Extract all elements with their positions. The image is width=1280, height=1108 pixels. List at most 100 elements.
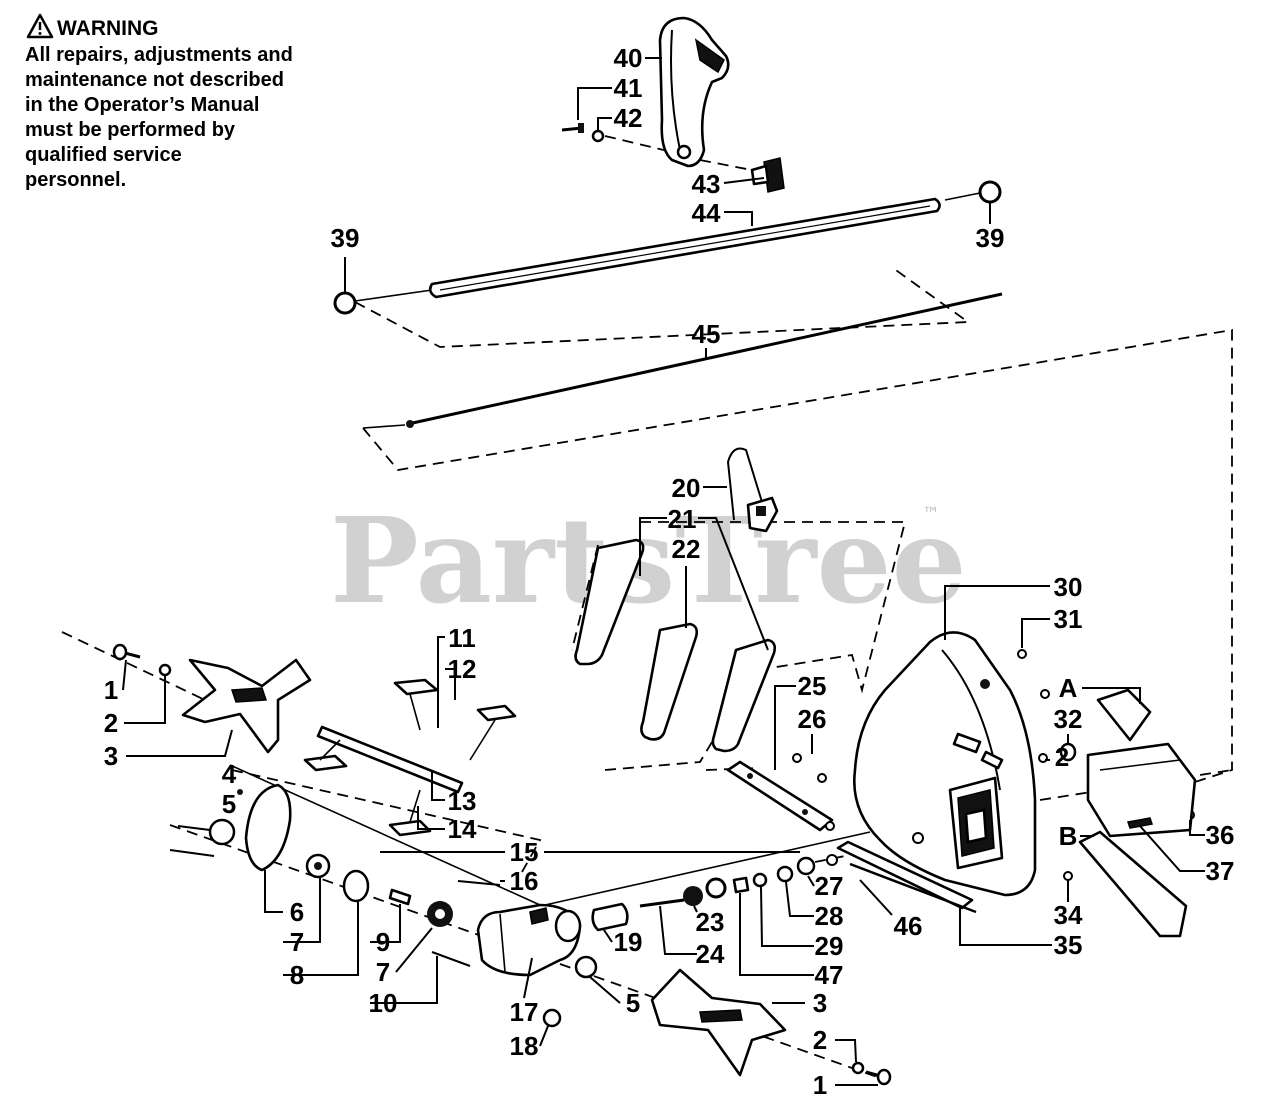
callout-2-top: 2	[104, 708, 118, 738]
callout-28: 28	[815, 901, 844, 931]
bearing-part-7-right	[427, 901, 453, 927]
callout-6: 6	[290, 897, 304, 927]
callout-24: 24	[696, 939, 725, 969]
screw-part-1-top	[112, 643, 141, 661]
callout-42: 42	[614, 103, 643, 133]
rod-part-44	[428, 197, 941, 299]
callout-labels: 40 41 42 43 44 39 39 45 20 21 22 30 31 2…	[104, 43, 1235, 1100]
callout-40: 40	[614, 43, 643, 73]
callout-44: 44	[692, 198, 721, 228]
washer-part-27	[796, 856, 816, 876]
handle-part-40	[658, 16, 730, 168]
callout-9: 9	[376, 927, 390, 957]
washer-part-2-bottom	[851, 1061, 865, 1075]
callout-32: 32	[1054, 704, 1083, 734]
paddle-part-3-top	[181, 658, 312, 754]
screw-part-41	[561, 123, 584, 133]
gear-part-23b	[705, 877, 727, 899]
panel-part-21-left	[574, 538, 645, 666]
paddle-part-3-bottom	[650, 968, 787, 1077]
callout-22: 22	[672, 534, 701, 564]
warning-line: All repairs, adjustments and	[25, 44, 293, 66]
callout-1-bottom: 1	[813, 1070, 827, 1100]
knob-part-43	[750, 157, 785, 193]
callout-34: 34	[1054, 900, 1083, 930]
cap-part-39-left	[333, 291, 357, 315]
callout-15: 15	[510, 837, 539, 867]
callout-5-bottom: 5	[626, 988, 640, 1018]
callout-27: 27	[815, 871, 844, 901]
plate-part-a	[1096, 688, 1152, 742]
watermark-trademark: ™	[922, 504, 940, 525]
callout-39-right: 39	[976, 223, 1005, 253]
ball-part-5	[208, 818, 236, 846]
callout-26: 26	[798, 704, 827, 734]
callout-45: 45	[692, 319, 721, 349]
screw-part-a	[1040, 689, 1050, 699]
warning-triangle-icon	[26, 13, 54, 39]
callout-2-bottom: 2	[813, 1025, 827, 1055]
callout-17: 17	[510, 997, 539, 1027]
callout-7-left: 7	[290, 927, 304, 957]
screw-part-31	[1017, 649, 1027, 659]
callout-1-top: 1	[104, 675, 118, 705]
bar-part-46	[836, 840, 974, 910]
callout-13: 13	[448, 786, 477, 816]
callout-39-left: 39	[331, 223, 360, 253]
cylinder-part-19	[591, 902, 629, 932]
callout-11: 11	[448, 623, 476, 653]
warning-line: personnel.	[25, 169, 126, 191]
warning-line: must be performed by	[25, 119, 236, 141]
panels-parts-21-22	[574, 538, 777, 753]
bolts-left	[169, 825, 215, 857]
callout-36: 36	[1206, 820, 1235, 850]
bracket-part-37	[1086, 742, 1197, 838]
callout-2-right: 2	[1055, 742, 1069, 772]
washer-part-28	[776, 865, 794, 883]
washer-part-2-top	[158, 663, 172, 677]
callout-7-right: 7	[376, 957, 390, 987]
callout-21: 21	[668, 504, 697, 534]
leader-lines	[122, 57, 1205, 1086]
callout-3-bottom: 3	[813, 988, 827, 1018]
callout-4: 4	[222, 759, 237, 789]
callout-25: 25	[798, 671, 827, 701]
latch-part-20	[726, 447, 779, 533]
screw-part-1-bottom	[865, 1068, 892, 1086]
washer-part-42	[591, 129, 605, 143]
callout-47: 47	[815, 960, 844, 990]
bolt-part-10	[431, 951, 471, 967]
bearing-part-5-bottom	[574, 955, 598, 979]
callout-31: 31	[1054, 604, 1083, 634]
callout-43: 43	[692, 169, 721, 199]
callout-10: 10	[369, 988, 398, 1018]
pin-part-24	[639, 898, 685, 908]
panel-part-21-right	[711, 638, 777, 753]
callout-19: 19	[614, 927, 643, 957]
cap-part-39-right	[978, 180, 1002, 204]
chute-housing-part-30	[853, 631, 1037, 897]
bar-part-35	[849, 862, 977, 914]
callout-18: 18	[510, 1031, 539, 1061]
bushing-part-47	[732, 876, 750, 894]
panel-part-b	[1078, 830, 1188, 938]
callout-37: 37	[1206, 856, 1235, 886]
bushing-small	[826, 854, 838, 866]
callout-23: 23	[696, 907, 725, 937]
washer-part-29	[752, 872, 768, 888]
callout-41: 41	[614, 73, 643, 103]
screw-part-34	[1063, 871, 1073, 881]
callout-30: 30	[1054, 572, 1083, 602]
callout-12: 12	[448, 654, 477, 684]
fitting-part-18	[542, 1008, 562, 1028]
warning-line: in the Operator’s Manual	[25, 94, 259, 116]
callout-b: B	[1059, 821, 1078, 851]
callout-3-top: 3	[104, 741, 118, 771]
warning-block: WARNING All repairs, adjustments and mai…	[25, 13, 293, 191]
callout-29: 29	[815, 931, 844, 961]
callout-20: 20	[672, 473, 701, 503]
watermark-text: PartsTree	[330, 491, 967, 630]
shaft-assembly-parts-11-14	[303, 678, 517, 837]
panel-part-22	[640, 622, 699, 741]
